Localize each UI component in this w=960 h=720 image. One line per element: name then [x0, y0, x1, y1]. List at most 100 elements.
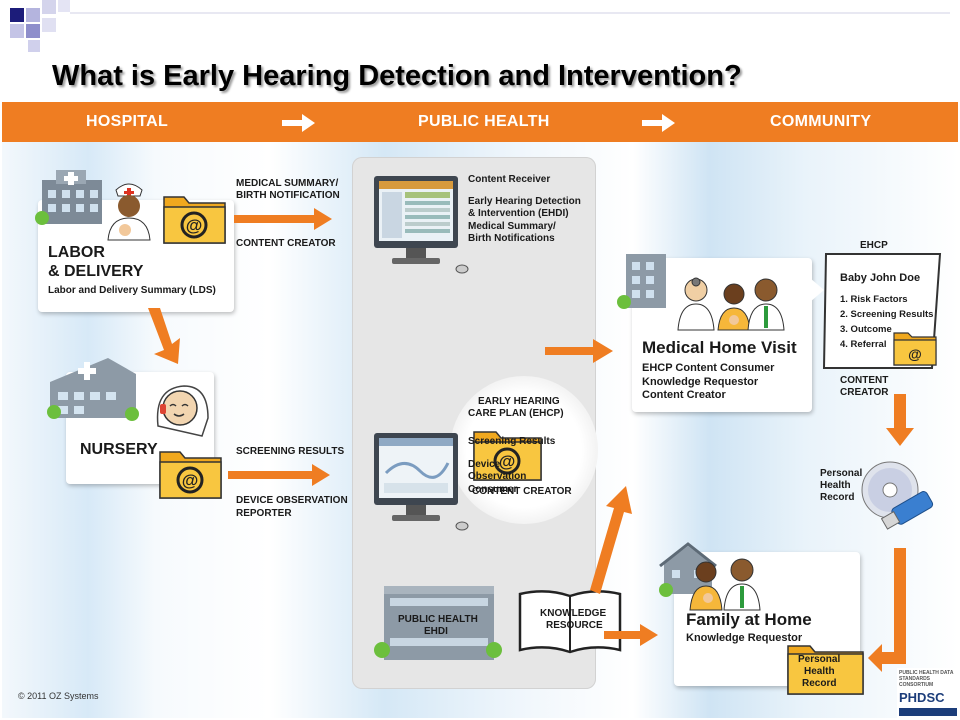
phr-line-2: Health: [820, 480, 851, 491]
knowledge-2: RESOURCE: [546, 620, 603, 631]
doctor-family-icon: [677, 277, 785, 331]
slide-title: What is Early Hearing Detection and Inte…: [52, 60, 742, 92]
receiver-line: Birth Notifications: [468, 232, 555, 244]
stage-public-health: PUBLIC HEALTH: [418, 113, 550, 130]
clinic-building-icon: [617, 254, 666, 309]
knowledge-1: KNOWLEDGE: [540, 608, 607, 619]
ph-building-1: PUBLIC HEALTH: [398, 614, 478, 625]
phr-line-1: Personal: [820, 468, 863, 479]
public-health-building-icon: [374, 586, 502, 660]
receiver-line: & Intervention (EHDI): [468, 208, 569, 220]
ehcp-item: 4. Referral: [840, 339, 887, 350]
ehcp-title-2: CARE PLAN (EHCP): [468, 408, 564, 419]
hospital-building-icon: [35, 170, 102, 225]
screening-line: [468, 449, 555, 459]
hospital-building-icon: [47, 358, 139, 421]
right-arrow-icon: [642, 114, 675, 132]
folder-at-icon: @: [163, 196, 226, 244]
screening-line: Observation: [468, 471, 527, 482]
copyright: © 2011 OZ Systems: [18, 691, 99, 701]
ehcp-doc-label: EHCP: [860, 240, 888, 251]
ehcp-item: 1. Risk Factors: [840, 294, 908, 305]
folder-at-icon: @: [473, 431, 542, 481]
nursery-output: SCREENING RESULTS: [236, 446, 345, 457]
ehcp-items: 1. Risk Factors 2. Screening Results 3. …: [840, 292, 933, 352]
nursery-name: NURSERY: [80, 441, 158, 458]
medical-home-role: Content Creator: [642, 389, 726, 401]
down-left-arrow: [868, 548, 906, 672]
ehcp-role-2: CREATOR: [840, 387, 889, 398]
phr-folder-icon: [787, 645, 864, 695]
family-role: Knowledge Requestor: [686, 632, 803, 644]
svg-text:@: @: [186, 216, 203, 235]
book-icon: [518, 590, 622, 654]
stage-community: COMMUNITY: [770, 113, 872, 130]
labor-name-1: LABOR: [48, 244, 105, 261]
screening-text: Screening Results Device Observation Con…: [468, 436, 555, 496]
monitor-icon: [374, 176, 469, 274]
output-arrow: [234, 208, 332, 230]
decor-square: [42, 18, 56, 32]
family-name: Family at Home: [686, 610, 812, 629]
down-arrow: [886, 394, 914, 446]
decor-square: [26, 24, 40, 38]
house-icon: [659, 542, 717, 597]
ehcp-item: 3. Outcome: [840, 324, 892, 335]
callout-pointer: [810, 278, 824, 302]
decor-square: [70, 12, 950, 14]
phdsc-logo: PUBLIC HEALTH DATA STANDARDS CONSORTIUM …: [897, 668, 959, 720]
receiver-line: Medical Summary/: [468, 220, 556, 232]
decor-square: [58, 0, 70, 12]
receiver-line: [468, 186, 581, 196]
receiver-text: Content Receiver Early Hearing Detection…: [468, 174, 581, 245]
nursery-role-2: REPORTER: [236, 508, 292, 519]
output-arrow: [228, 464, 330, 486]
decor-square: [10, 8, 24, 22]
phr-line-3: Record: [820, 492, 855, 503]
screening-line: Device: [468, 458, 501, 470]
right-arrow-icon: [282, 114, 315, 132]
labor-role: CONTENT CREATOR: [236, 238, 336, 249]
medical-home-role: Knowledge Requestor: [642, 375, 759, 388]
labor-output-1: MEDICAL SUMMARY/: [236, 178, 339, 189]
ehcp-role: CONTENT CREATOR: [472, 486, 572, 497]
ehcp-item: 2. Screening Results: [840, 309, 934, 320]
nurse-icon: [107, 183, 151, 241]
receiver-line: Early Hearing Detection: [468, 196, 581, 208]
screening-line: Screening Results: [468, 436, 556, 447]
ehcp-patient: Baby John Doe: [840, 272, 921, 284]
ehdi-diagram: HOSPITAL PUBLIC HEALTH COMMUNITY @ LABOR…: [2, 102, 958, 718]
medical-home-role: EHCP Content Consumer: [642, 362, 775, 374]
logo-bar: [899, 708, 957, 716]
decor-square: [26, 8, 40, 22]
stage-banner: HOSPITAL PUBLIC HEALTH COMMUNITY: [2, 102, 958, 142]
medical-home-name: Medical Home Visit: [642, 338, 797, 357]
svg-text:@: @: [499, 452, 516, 471]
monitor-icon: [374, 433, 469, 531]
phr-folder-line-2: Health: [804, 666, 835, 677]
ehcp-role-1: CONTENT: [840, 375, 889, 386]
ph-building-2: EHDI: [424, 626, 448, 637]
family-icon: [689, 558, 761, 611]
logo-name: PHDSC: [899, 690, 945, 705]
phr-folder-line-3: Record: [802, 678, 837, 689]
right-arrow: [604, 624, 658, 646]
disc-usb-icon: [861, 461, 934, 530]
svg-text:@: @: [908, 346, 922, 362]
up-right-arrow: [590, 486, 632, 594]
svg-text:@: @: [182, 471, 199, 490]
baby-icon: [156, 385, 209, 437]
labor-output-2: BIRTH NOTIFICATION: [236, 190, 340, 201]
decor-square: [42, 0, 56, 14]
folder-at-icon: @: [893, 332, 937, 366]
decor-square: [10, 24, 24, 38]
medical-home-roles: EHCP Content Consumer Knowledge Requesto…: [642, 362, 774, 403]
nursery-role-1: DEVICE OBSERVATION: [236, 495, 348, 506]
phr-folder-line-1: Personal: [798, 654, 841, 665]
output-arrow: [545, 339, 613, 363]
labor-summary: Labor and Delivery Summary (LDS): [48, 285, 216, 296]
ehcp-title-1: EARLY HEARING: [478, 396, 560, 407]
labor-name-2: & DELIVERY: [48, 263, 144, 280]
receiver-line: Content Receiver: [468, 174, 551, 185]
decor-square: [28, 40, 40, 52]
